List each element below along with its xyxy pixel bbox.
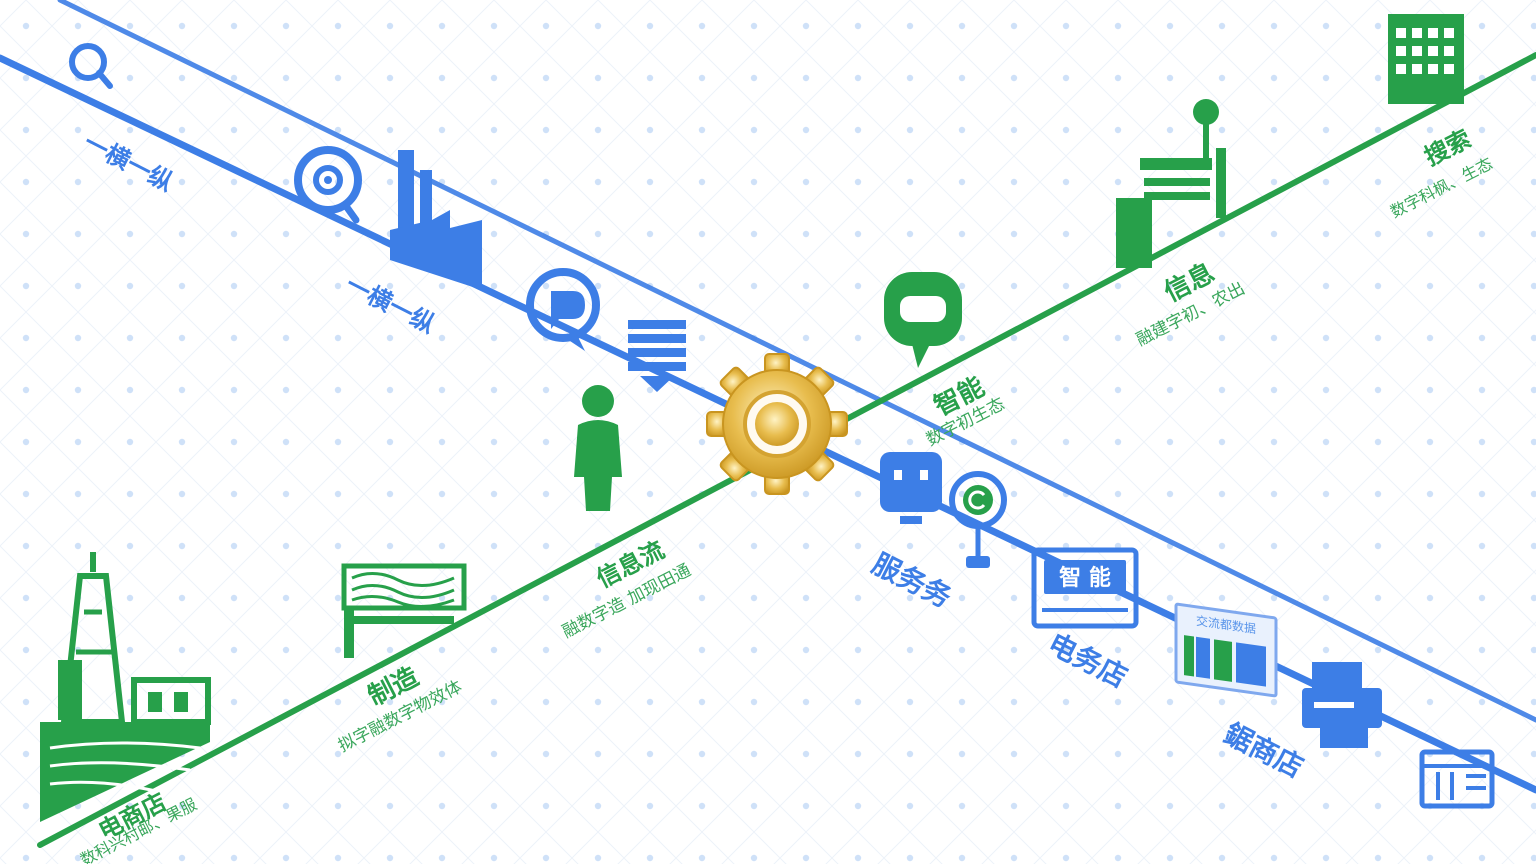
person-icon [574,385,622,511]
gear-icon [706,353,848,495]
factory-icon [390,150,482,290]
search-icon [69,43,113,89]
chat-bubble-icon [884,272,962,368]
robot-icon [880,452,942,524]
store-panel-icon: 交流都数据 [1174,602,1278,698]
location-pin-icon [949,471,1007,568]
warehouse-icon [341,563,467,658]
smart-display-icon: 智 能 [1031,547,1139,629]
office-building-icon [1388,14,1464,104]
target-search-icon [294,146,362,224]
download-arrow-icon [628,320,686,392]
antenna-factory-icon [1116,99,1226,268]
oil-tower-icon [40,552,211,822]
smart-card-label: 智 能 [1059,565,1111,591]
printer-icon [1302,662,1382,748]
chat-bubble-icon [526,268,600,351]
document-grid-icon [1419,749,1495,809]
